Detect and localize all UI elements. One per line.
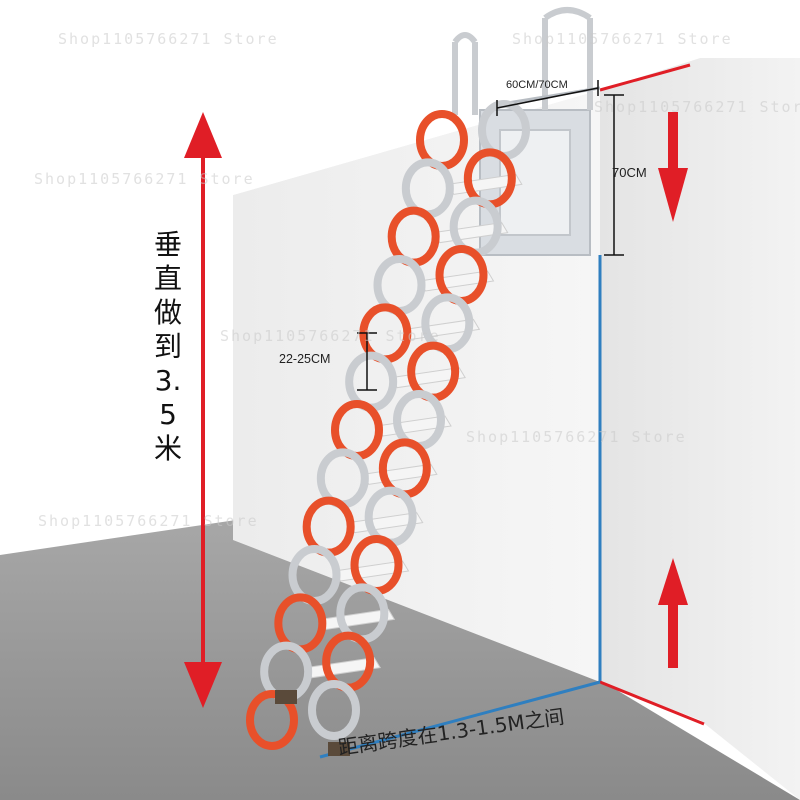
wall-top-edge-red xyxy=(599,63,691,92)
step-height-label: 22-25CM xyxy=(279,352,331,366)
width-measure xyxy=(496,80,599,116)
ladder-foot xyxy=(328,742,350,756)
ladder-foot xyxy=(275,690,297,704)
ladder xyxy=(246,100,530,756)
depth-measure xyxy=(604,94,624,256)
width-label: 60CM/70CM xyxy=(506,79,568,91)
watermark: Shop1105766271 Store xyxy=(38,512,259,530)
floor-span-line xyxy=(319,680,601,759)
wall-top xyxy=(230,30,700,195)
floor xyxy=(0,520,800,800)
depth-label: 70CM xyxy=(612,165,647,180)
watermark: Shop1105766271 Store xyxy=(34,170,255,188)
vertical-double-arrow xyxy=(184,112,222,708)
ladder-link xyxy=(246,690,298,750)
side-wall xyxy=(600,58,800,800)
floor-edge-red xyxy=(599,680,705,726)
watermark: Shop1105766271 Store xyxy=(220,327,441,345)
watermark: Shop1105766271 Store xyxy=(466,428,687,446)
watermark: Shop1105766271 Store xyxy=(58,30,279,48)
watermark: Shop1105766271 Store xyxy=(594,98,800,116)
ladder-link xyxy=(308,680,360,740)
watermark: Shop1105766271 Store xyxy=(512,30,733,48)
down-arrow xyxy=(658,112,688,222)
step-measure xyxy=(357,332,377,391)
vertical-height-label: 垂直做到3.5米 xyxy=(153,228,182,465)
up-arrow xyxy=(658,558,688,668)
